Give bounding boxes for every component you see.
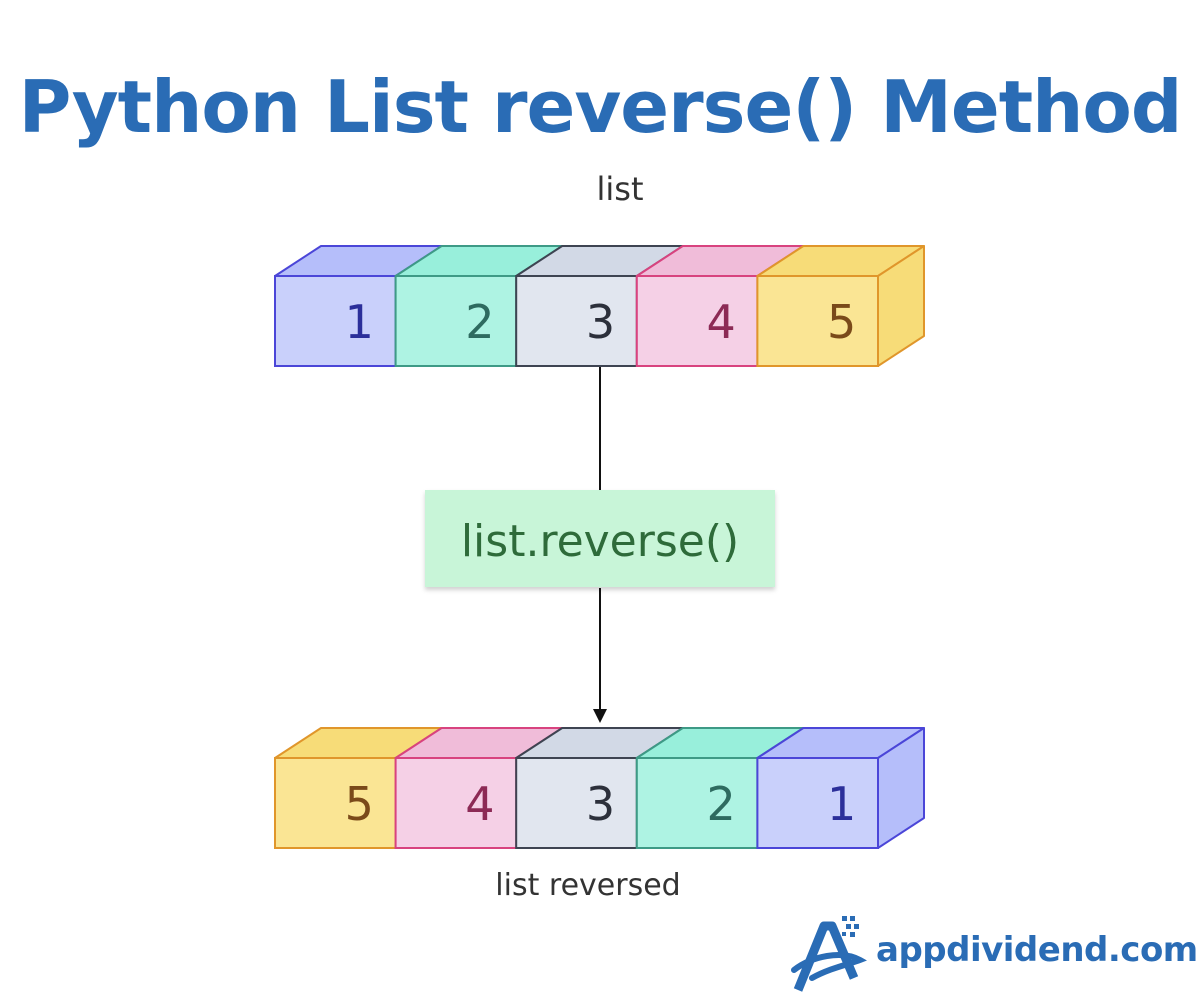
brand-logo: appdividend.com — [790, 912, 1198, 992]
original-list-cell-5-value: 5 — [827, 295, 856, 349]
original-list-label: list — [597, 170, 644, 208]
original-list-cell-2 — [394, 275, 518, 367]
reversed-list-cell-1-value: 5 — [345, 777, 374, 831]
reversed-list-cell-4-value: 2 — [706, 777, 735, 831]
original-list-cell-4-value: 4 — [706, 295, 735, 349]
page-title: Python List reverse() Method — [18, 65, 1183, 149]
reversed-list-cell-4 — [635, 757, 759, 849]
reversed-list-cell-2-value: 4 — [465, 777, 494, 831]
reversed-list-label: list reversed — [495, 868, 680, 903]
original-list-cell-1-value: 1 — [345, 295, 374, 349]
reversed-list-cell-3-value: 3 — [586, 777, 615, 831]
original-list: 1 2 3 4 5 — [274, 245, 925, 367]
reverse-method-node: list.reverse() — [425, 490, 775, 587]
reverse-method-box — [425, 490, 775, 587]
reversed-list: 5 4 3 2 1 — [274, 727, 925, 849]
original-list-cell-4 — [635, 275, 759, 367]
original-list-cell-3 — [515, 275, 638, 367]
reversed-list-cell-1 — [274, 757, 397, 849]
reversed-list-cell-5 — [756, 757, 880, 849]
original-list-cell-1 — [274, 275, 397, 367]
reversed-list-cell-3 — [515, 757, 638, 849]
reverse-method-label: list.reverse() — [461, 516, 739, 567]
original-list-cell-3-value: 3 — [586, 295, 615, 349]
appdividend-logo-icon — [791, 916, 867, 992]
original-list-cell-5 — [756, 275, 880, 367]
brand-name: appdividend.com — [876, 930, 1198, 970]
reversed-list-cell-5-value: 1 — [827, 777, 856, 831]
reversed-list-cell-2 — [394, 757, 518, 849]
original-list-cell-2-value: 2 — [465, 295, 494, 349]
